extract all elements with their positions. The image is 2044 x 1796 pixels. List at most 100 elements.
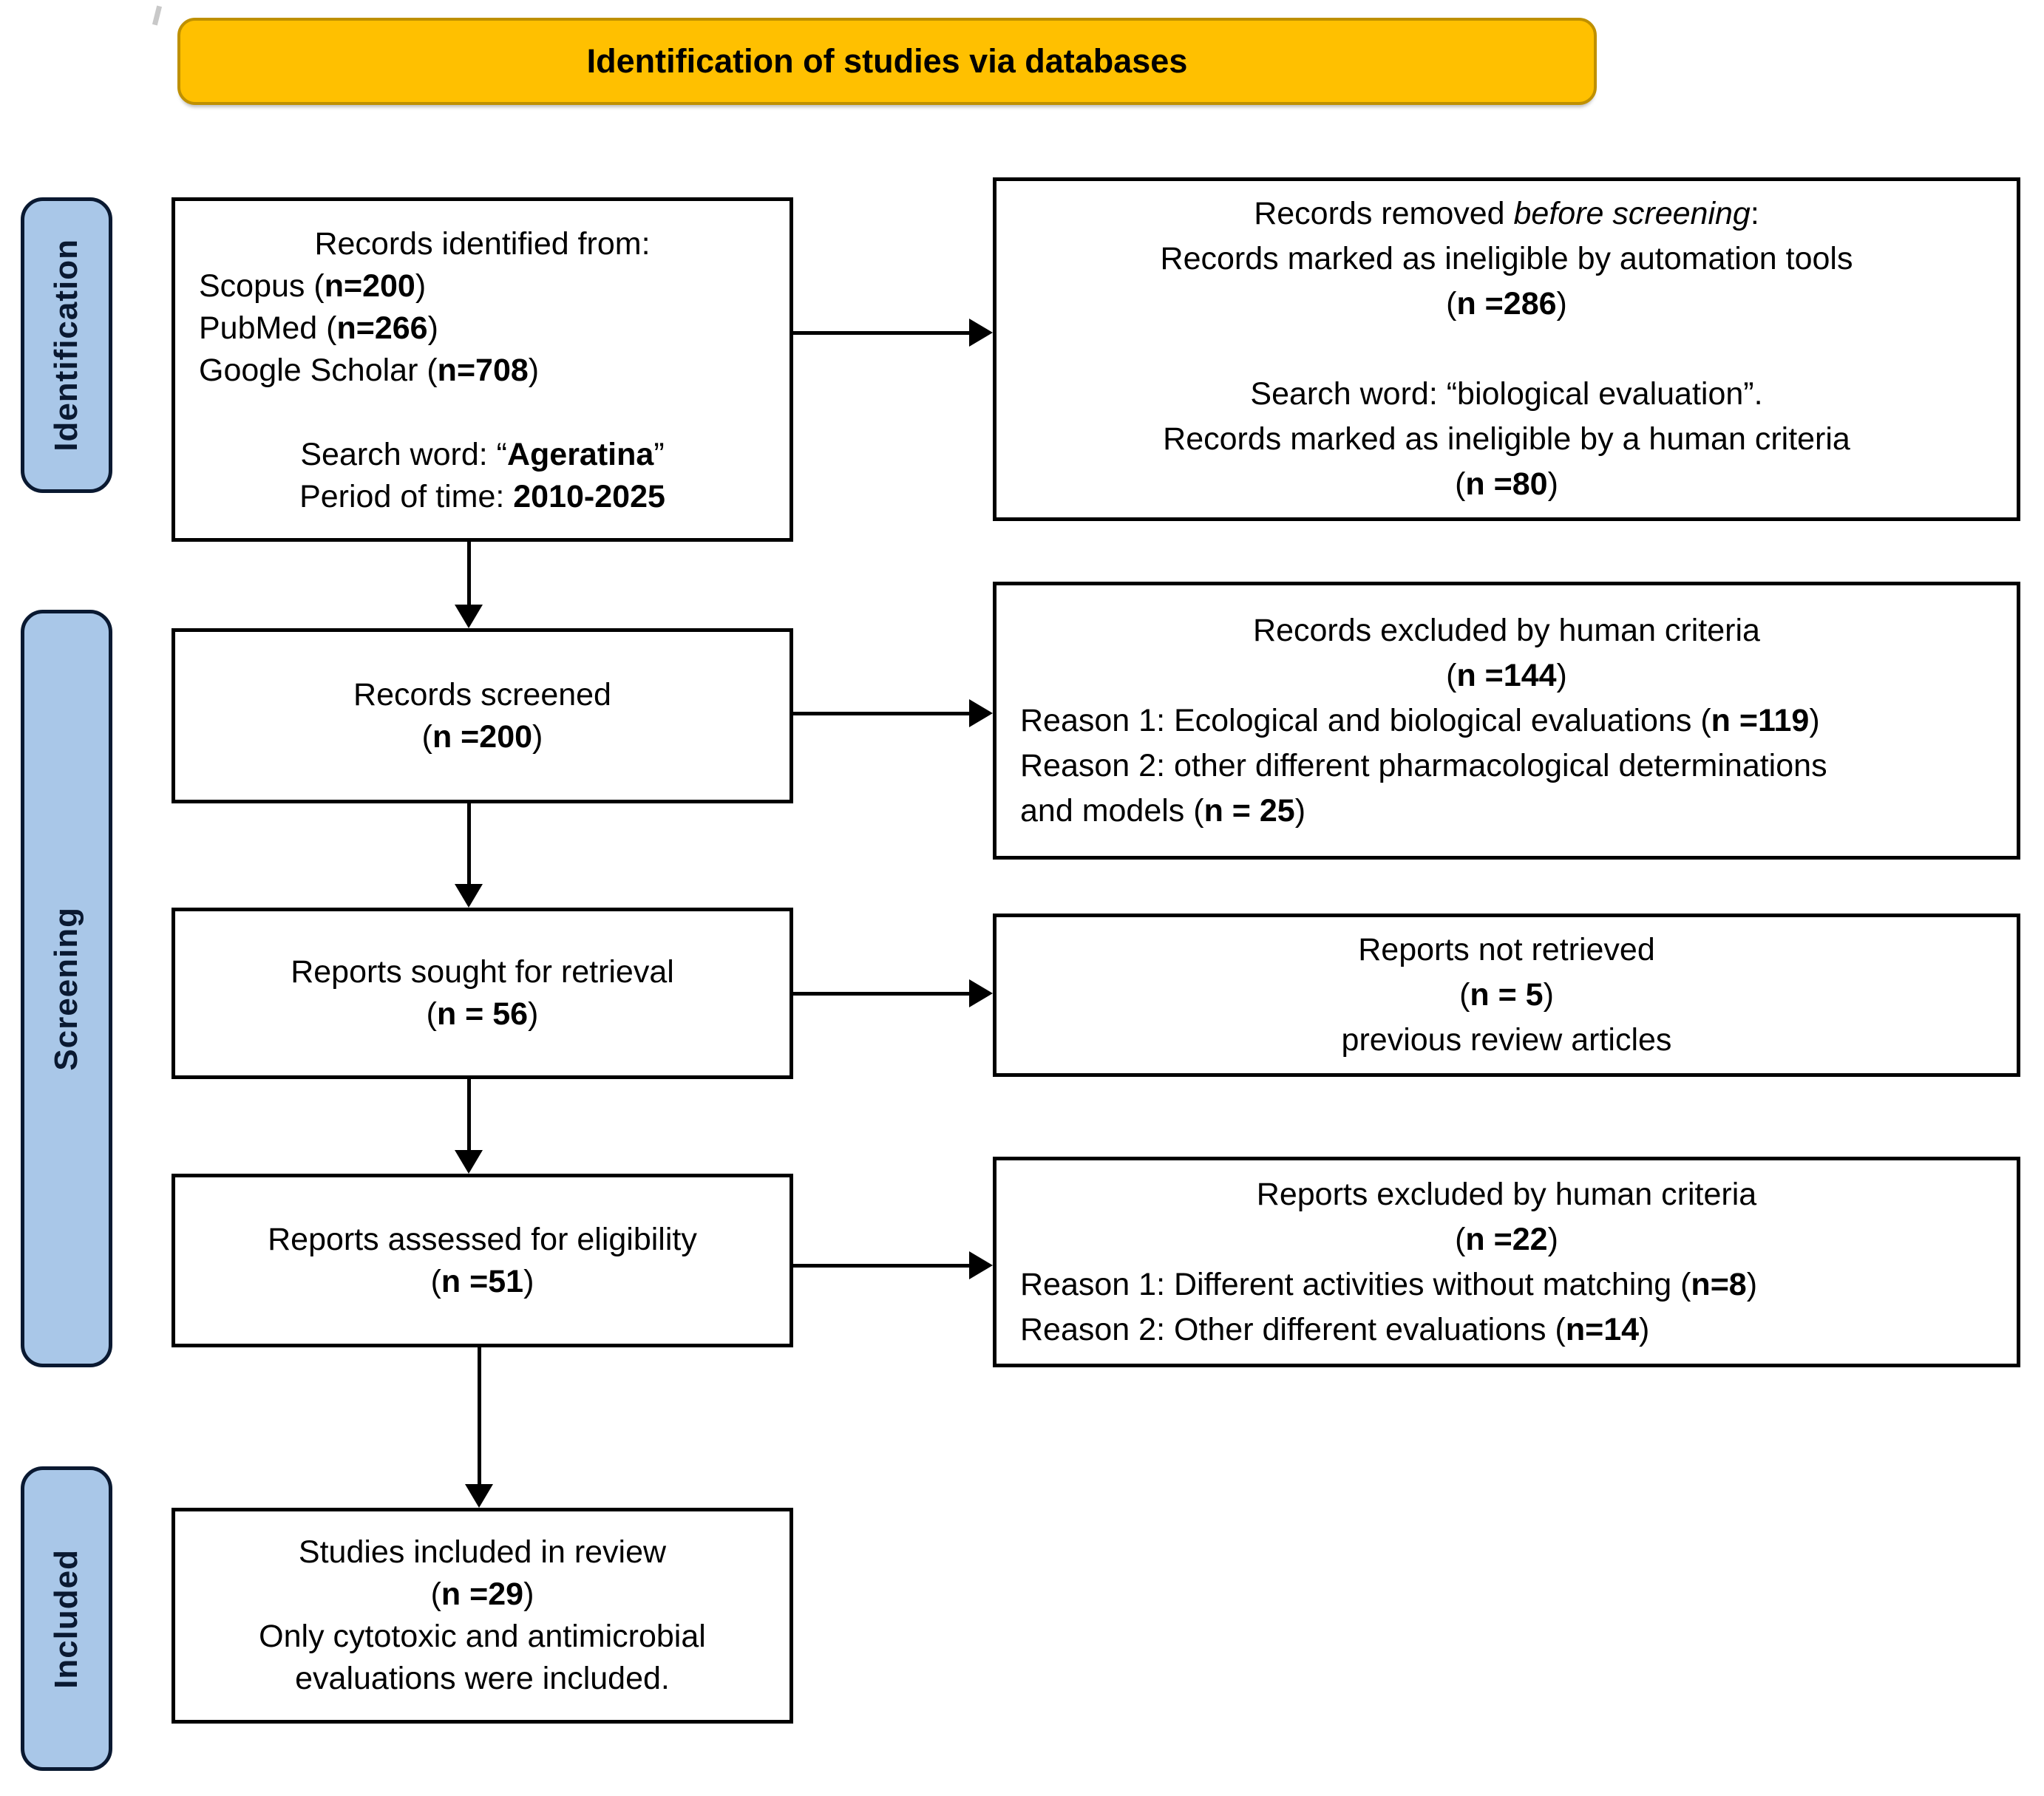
stage-label-identification: Identification xyxy=(21,197,112,493)
arrow-right-head-icon xyxy=(969,979,993,1007)
text-segment: Reports not retrieved xyxy=(1358,932,1655,967)
arrow-shaft xyxy=(467,803,471,887)
text-line xyxy=(996,327,2017,372)
text-segment: n=200 xyxy=(324,268,415,304)
box-reports-sought-for-retrieval: Reports sought for retrieval(n = 56) xyxy=(172,908,793,1079)
text-line: Reports not retrieved xyxy=(996,928,2017,973)
arrow-shaft xyxy=(793,331,972,335)
text-segment: Records marked as ineligible by automati… xyxy=(1160,241,1853,276)
text-segment: ) xyxy=(528,353,540,388)
text-segment: ( xyxy=(1455,1221,1466,1257)
text-segment: Studies included in review xyxy=(298,1534,667,1570)
text-segment: Records marked as ineligible by a human … xyxy=(1163,421,1850,457)
text-segment: Records removed xyxy=(1254,196,1514,231)
arrow-right-head-icon xyxy=(969,1251,993,1279)
text-segment: n=14 xyxy=(1565,1311,1640,1347)
arrow-screened-to-excluded xyxy=(793,698,993,728)
crop-artifact-mark xyxy=(152,5,163,26)
text-line: PubMed (n=266) xyxy=(175,307,790,350)
text-line: Period of time: 2010-2025 xyxy=(175,476,790,518)
stage-identification-text: Identification xyxy=(48,239,84,452)
text-segment: n=266 xyxy=(336,310,428,346)
arrow-shaft xyxy=(793,1264,972,1268)
text-line: (n =51) xyxy=(175,1261,790,1303)
text-segment: Records excluded by human criteria xyxy=(1253,612,1760,648)
box-records-identified: Records identified from:Scopus (n=200)Pu… xyxy=(172,197,793,542)
text-segment: ) xyxy=(1556,286,1567,322)
text-segment: ( xyxy=(430,1576,441,1612)
text-line: (n =29) xyxy=(175,1574,790,1616)
text-line xyxy=(175,392,790,434)
box-records-excluded-by-human-criteria: Records excluded by human criteria (n =14… xyxy=(993,582,2020,860)
text-segment: ) xyxy=(532,718,543,755)
text-segment: before screening xyxy=(1513,196,1751,231)
text-segment: 2010-2025 xyxy=(513,479,665,514)
text-line: previous review articles xyxy=(996,1018,2017,1063)
text-segment: n =144 xyxy=(1456,657,1557,693)
text-segment: and models ( xyxy=(1020,792,1204,829)
text-segment: n = 5 xyxy=(1470,977,1544,1013)
text-segment: n =200 xyxy=(432,718,533,755)
text-segment: ) xyxy=(415,268,427,304)
text-segment: ” xyxy=(653,437,665,472)
text-segment: Records screened xyxy=(353,676,611,712)
text-segment: ( xyxy=(1455,466,1466,502)
text-segment: ) xyxy=(1547,466,1558,502)
text-segment: previous review articles xyxy=(1341,1022,1672,1058)
text-line: Search word: “biological evaluation”. xyxy=(996,372,2017,417)
arrow-shaft xyxy=(467,542,471,608)
text-segment: ) xyxy=(1639,1311,1650,1347)
text-segment: : xyxy=(1750,196,1759,231)
text-line: Only cytotoxic and antimicrobial xyxy=(175,1616,790,1658)
text-line: Reports sought for retrieval xyxy=(175,951,790,993)
stage-included-text: Included xyxy=(48,1548,84,1689)
arrow-sought-to-not-retrieved xyxy=(793,979,993,1008)
box-records-screened: Records screened (n =200) xyxy=(172,628,793,803)
arrow-screened-to-sought xyxy=(454,803,483,908)
arrow-down-head-icon xyxy=(465,1484,493,1508)
text-segment: n = 56 xyxy=(436,996,529,1032)
text-segment: ( xyxy=(1459,977,1470,1013)
text-segment: ( xyxy=(1446,657,1457,693)
text-segment: n =119 xyxy=(1711,702,1810,738)
text-line: and models (n = 25) xyxy=(996,789,2017,834)
box-reports-not-retrieved: Reports not retrieved (n = 5) previous rev… xyxy=(993,914,2020,1077)
text-line: Scopus (n=200) xyxy=(175,265,790,307)
text-segment: Reports excluded by human criteria xyxy=(1256,1176,1757,1212)
text-segment: ) xyxy=(1547,1221,1558,1257)
text-segment: Reports assessed for eligibility xyxy=(268,1221,697,1257)
text-line: Reason 1: Different activities without m… xyxy=(996,1262,2017,1307)
text-segment: evaluations were included. xyxy=(295,1661,670,1696)
text-line: Records excluded by human criteria xyxy=(996,608,2017,653)
text-segment: Reason 2: Other different evaluations ( xyxy=(1020,1311,1566,1347)
text-segment: ) xyxy=(1294,792,1306,829)
text-line: (n =200) xyxy=(175,716,790,758)
text-line: Reason 2: other different pharmacologica… xyxy=(996,744,2017,789)
box-studies-included-in-review: Studies included in review (n =29)Only cy… xyxy=(172,1508,793,1724)
arrow-shaft xyxy=(467,1079,471,1153)
arrow-sought-to-assessed xyxy=(454,1079,483,1174)
text-segment: ( xyxy=(426,996,437,1032)
text-segment: ( xyxy=(1446,286,1457,322)
text-segment: Reason 2: other different pharmacologica… xyxy=(1020,747,1827,783)
text-line: Records screened xyxy=(175,674,790,716)
arrow-down-head-icon xyxy=(455,884,483,908)
text-segment: Reason 1: Different activities without m… xyxy=(1020,1266,1691,1302)
text-segment: Records identified from: xyxy=(314,226,651,262)
text-line: (n = 5) xyxy=(996,973,2017,1018)
text-segment: Reports sought for retrieval xyxy=(291,954,674,990)
text-segment: ) xyxy=(523,1263,534,1299)
text-segment: PubMed ( xyxy=(199,310,337,346)
text-line: (n = 56) xyxy=(175,993,790,1035)
text-segment: Google Scholar ( xyxy=(199,353,438,388)
text-segment: Scopus ( xyxy=(199,268,325,304)
box-reports-excluded-by-human-criteria: Reports excluded by human criteria(n =22… xyxy=(993,1157,2020,1367)
arrow-shaft xyxy=(793,992,972,996)
text-segment: ) xyxy=(523,1576,534,1612)
stage-screening-text: Screening xyxy=(48,906,84,1071)
text-segment: n=8 xyxy=(1691,1266,1747,1302)
text-segment: Search word: “ xyxy=(300,437,507,472)
text-line: Studies included in review xyxy=(175,1531,790,1574)
text-segment: ( xyxy=(430,1263,441,1299)
text-line: Reports excluded by human criteria xyxy=(996,1172,2017,1217)
